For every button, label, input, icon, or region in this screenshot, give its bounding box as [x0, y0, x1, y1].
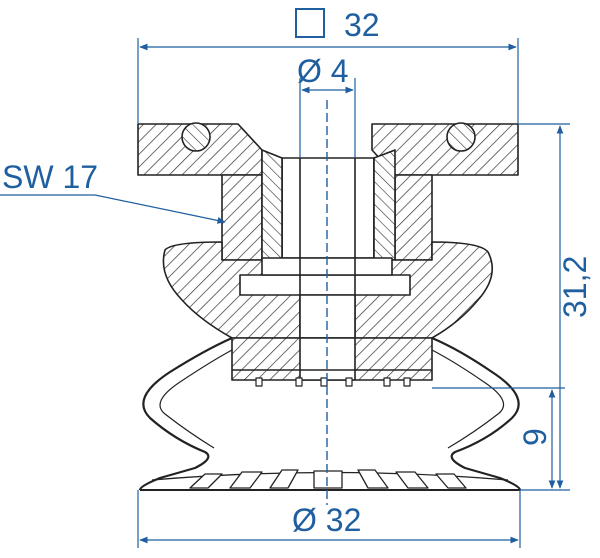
bellows-wall-right	[431, 336, 522, 491]
bore-insert	[281, 157, 375, 259]
dim-total-height: 31,2	[557, 256, 593, 318]
seal-ring-left	[181, 122, 211, 152]
dimension-lines	[0, 38, 570, 548]
hex-nut-left	[221, 174, 263, 261]
insert-wall-left	[261, 149, 283, 261]
insert-wall-right	[373, 149, 396, 261]
notches	[255, 377, 411, 387]
part-body	[137, 122, 522, 491]
cavity-plate	[239, 274, 411, 296]
hex-nut-right	[394, 174, 433, 261]
seal-ring-right	[446, 122, 476, 152]
dim-bore-diameter: Ø 4	[297, 53, 349, 89]
wrench-leader	[0, 194, 226, 224]
dim-bottom-diameter: Ø 32	[292, 502, 361, 538]
top-flange-right	[371, 123, 519, 176]
dim-bellows-height: 9	[517, 428, 553, 446]
dim-wrench-size: SW 17	[2, 159, 98, 195]
square-symbol	[295, 8, 325, 38]
bellows-wall-left	[138, 336, 233, 491]
dim-square-top: 32	[344, 7, 380, 43]
lip-ribs	[189, 469, 467, 489]
